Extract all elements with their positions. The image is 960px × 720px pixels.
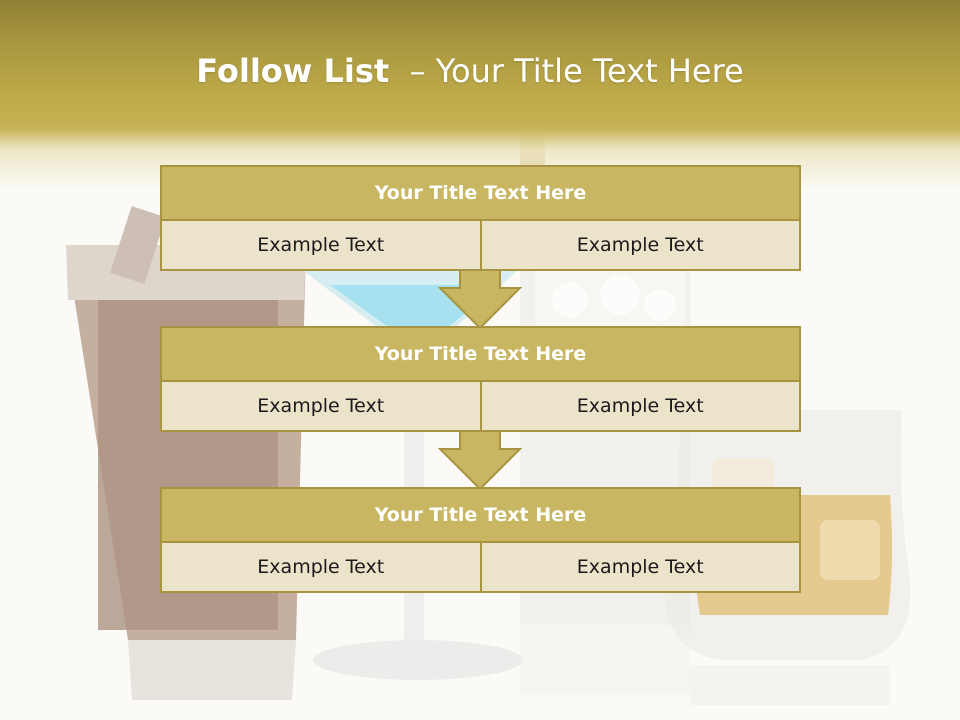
slide-title: Follow List – Your Title Text Here (0, 52, 940, 90)
down-arrow-icon (438, 431, 522, 491)
block-row: Example Text Example Text (160, 382, 801, 432)
block-row: Example Text Example Text (160, 221, 801, 271)
example-text-left: Example Text (162, 221, 480, 269)
example-text-left: Example Text (162, 543, 480, 591)
block-title: Your Title Text Here (160, 165, 801, 221)
title-bold-part: Follow List (196, 52, 390, 90)
example-text-right: Example Text (479, 382, 799, 430)
header-band (0, 0, 960, 190)
example-text-right: Example Text (479, 543, 799, 591)
title-rest-part: – Your Title Text Here (409, 52, 744, 90)
list-block-3: Your Title Text Here Example Text Exampl… (160, 487, 801, 593)
cola-glass-image (66, 206, 306, 700)
block-title: Your Title Text Here (160, 487, 801, 543)
example-text-left: Example Text (162, 382, 480, 430)
down-arrow-icon (438, 270, 522, 330)
list-block-2: Your Title Text Here Example Text Exampl… (160, 326, 801, 432)
list-block-1: Your Title Text Here Example Text Exampl… (160, 165, 801, 271)
block-title: Your Title Text Here (160, 326, 801, 382)
example-text-right: Example Text (479, 221, 799, 269)
block-row: Example Text Example Text (160, 543, 801, 593)
